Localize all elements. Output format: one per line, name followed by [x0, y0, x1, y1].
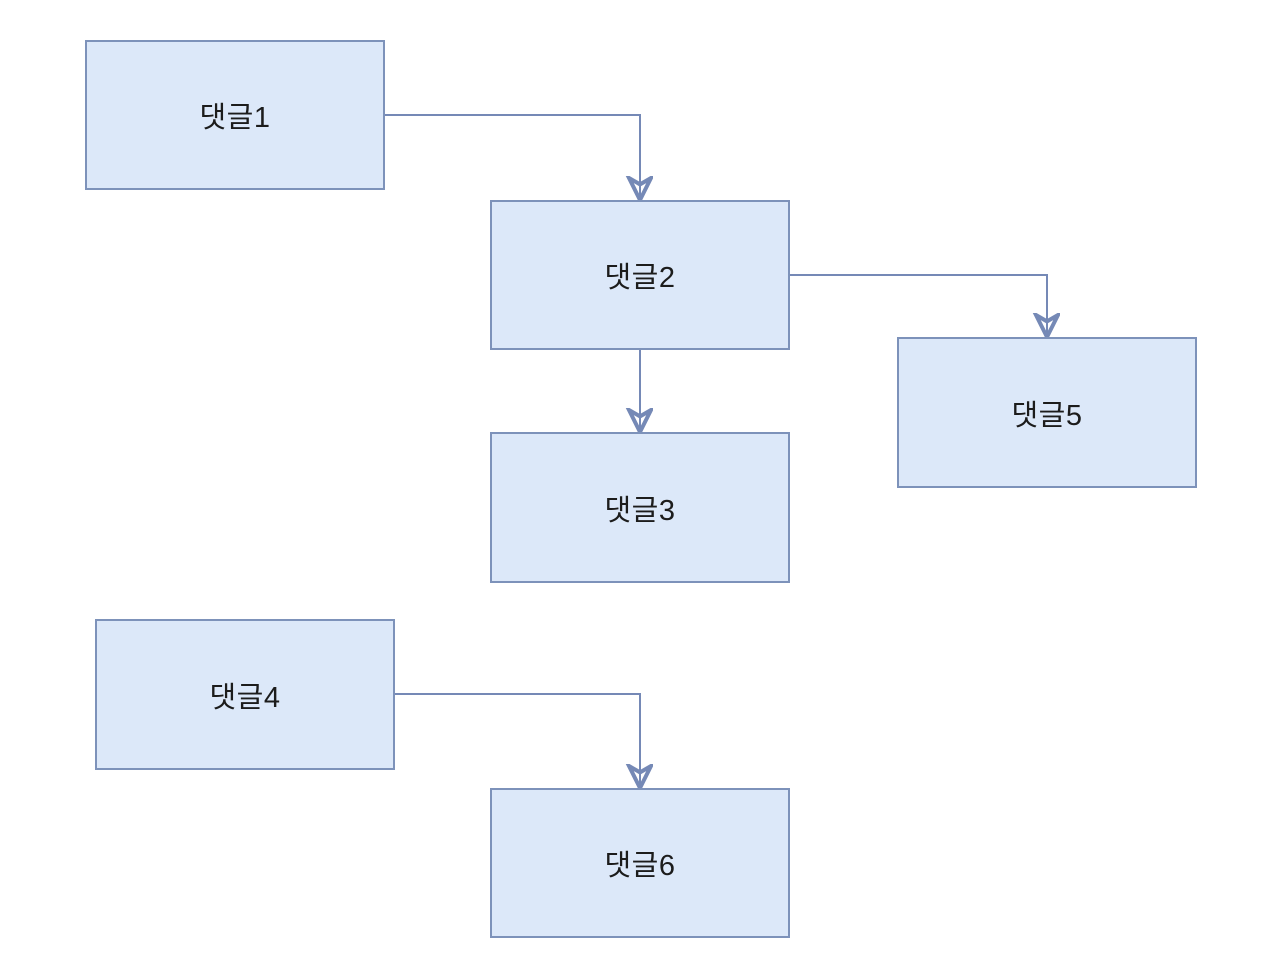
node-label: 댓글5	[1011, 399, 1083, 432]
node-label: 댓글1	[199, 102, 271, 134]
diagram-node-comment4: 댓글4	[95, 619, 395, 770]
edge-comment1-to-comment2	[385, 114, 640, 200]
node-label: 댓글6	[604, 850, 676, 882]
node-label: 댓글3	[604, 494, 676, 527]
node-label: 댓글4	[209, 681, 281, 714]
edge-comment2-to-comment5	[790, 274, 1047, 337]
edge-comment4-to-comment6	[395, 693, 640, 788]
node-label: 댓글2	[604, 262, 676, 294]
diagram-node-comment3: 댓글3	[490, 432, 790, 583]
diagram-node-comment1: 댓글1	[85, 40, 385, 190]
diagram-node-comment2: 댓글2	[490, 200, 790, 350]
diagram-node-comment5: 댓글5	[897, 337, 1197, 488]
diagram-node-comment6: 댓글6	[490, 788, 790, 938]
